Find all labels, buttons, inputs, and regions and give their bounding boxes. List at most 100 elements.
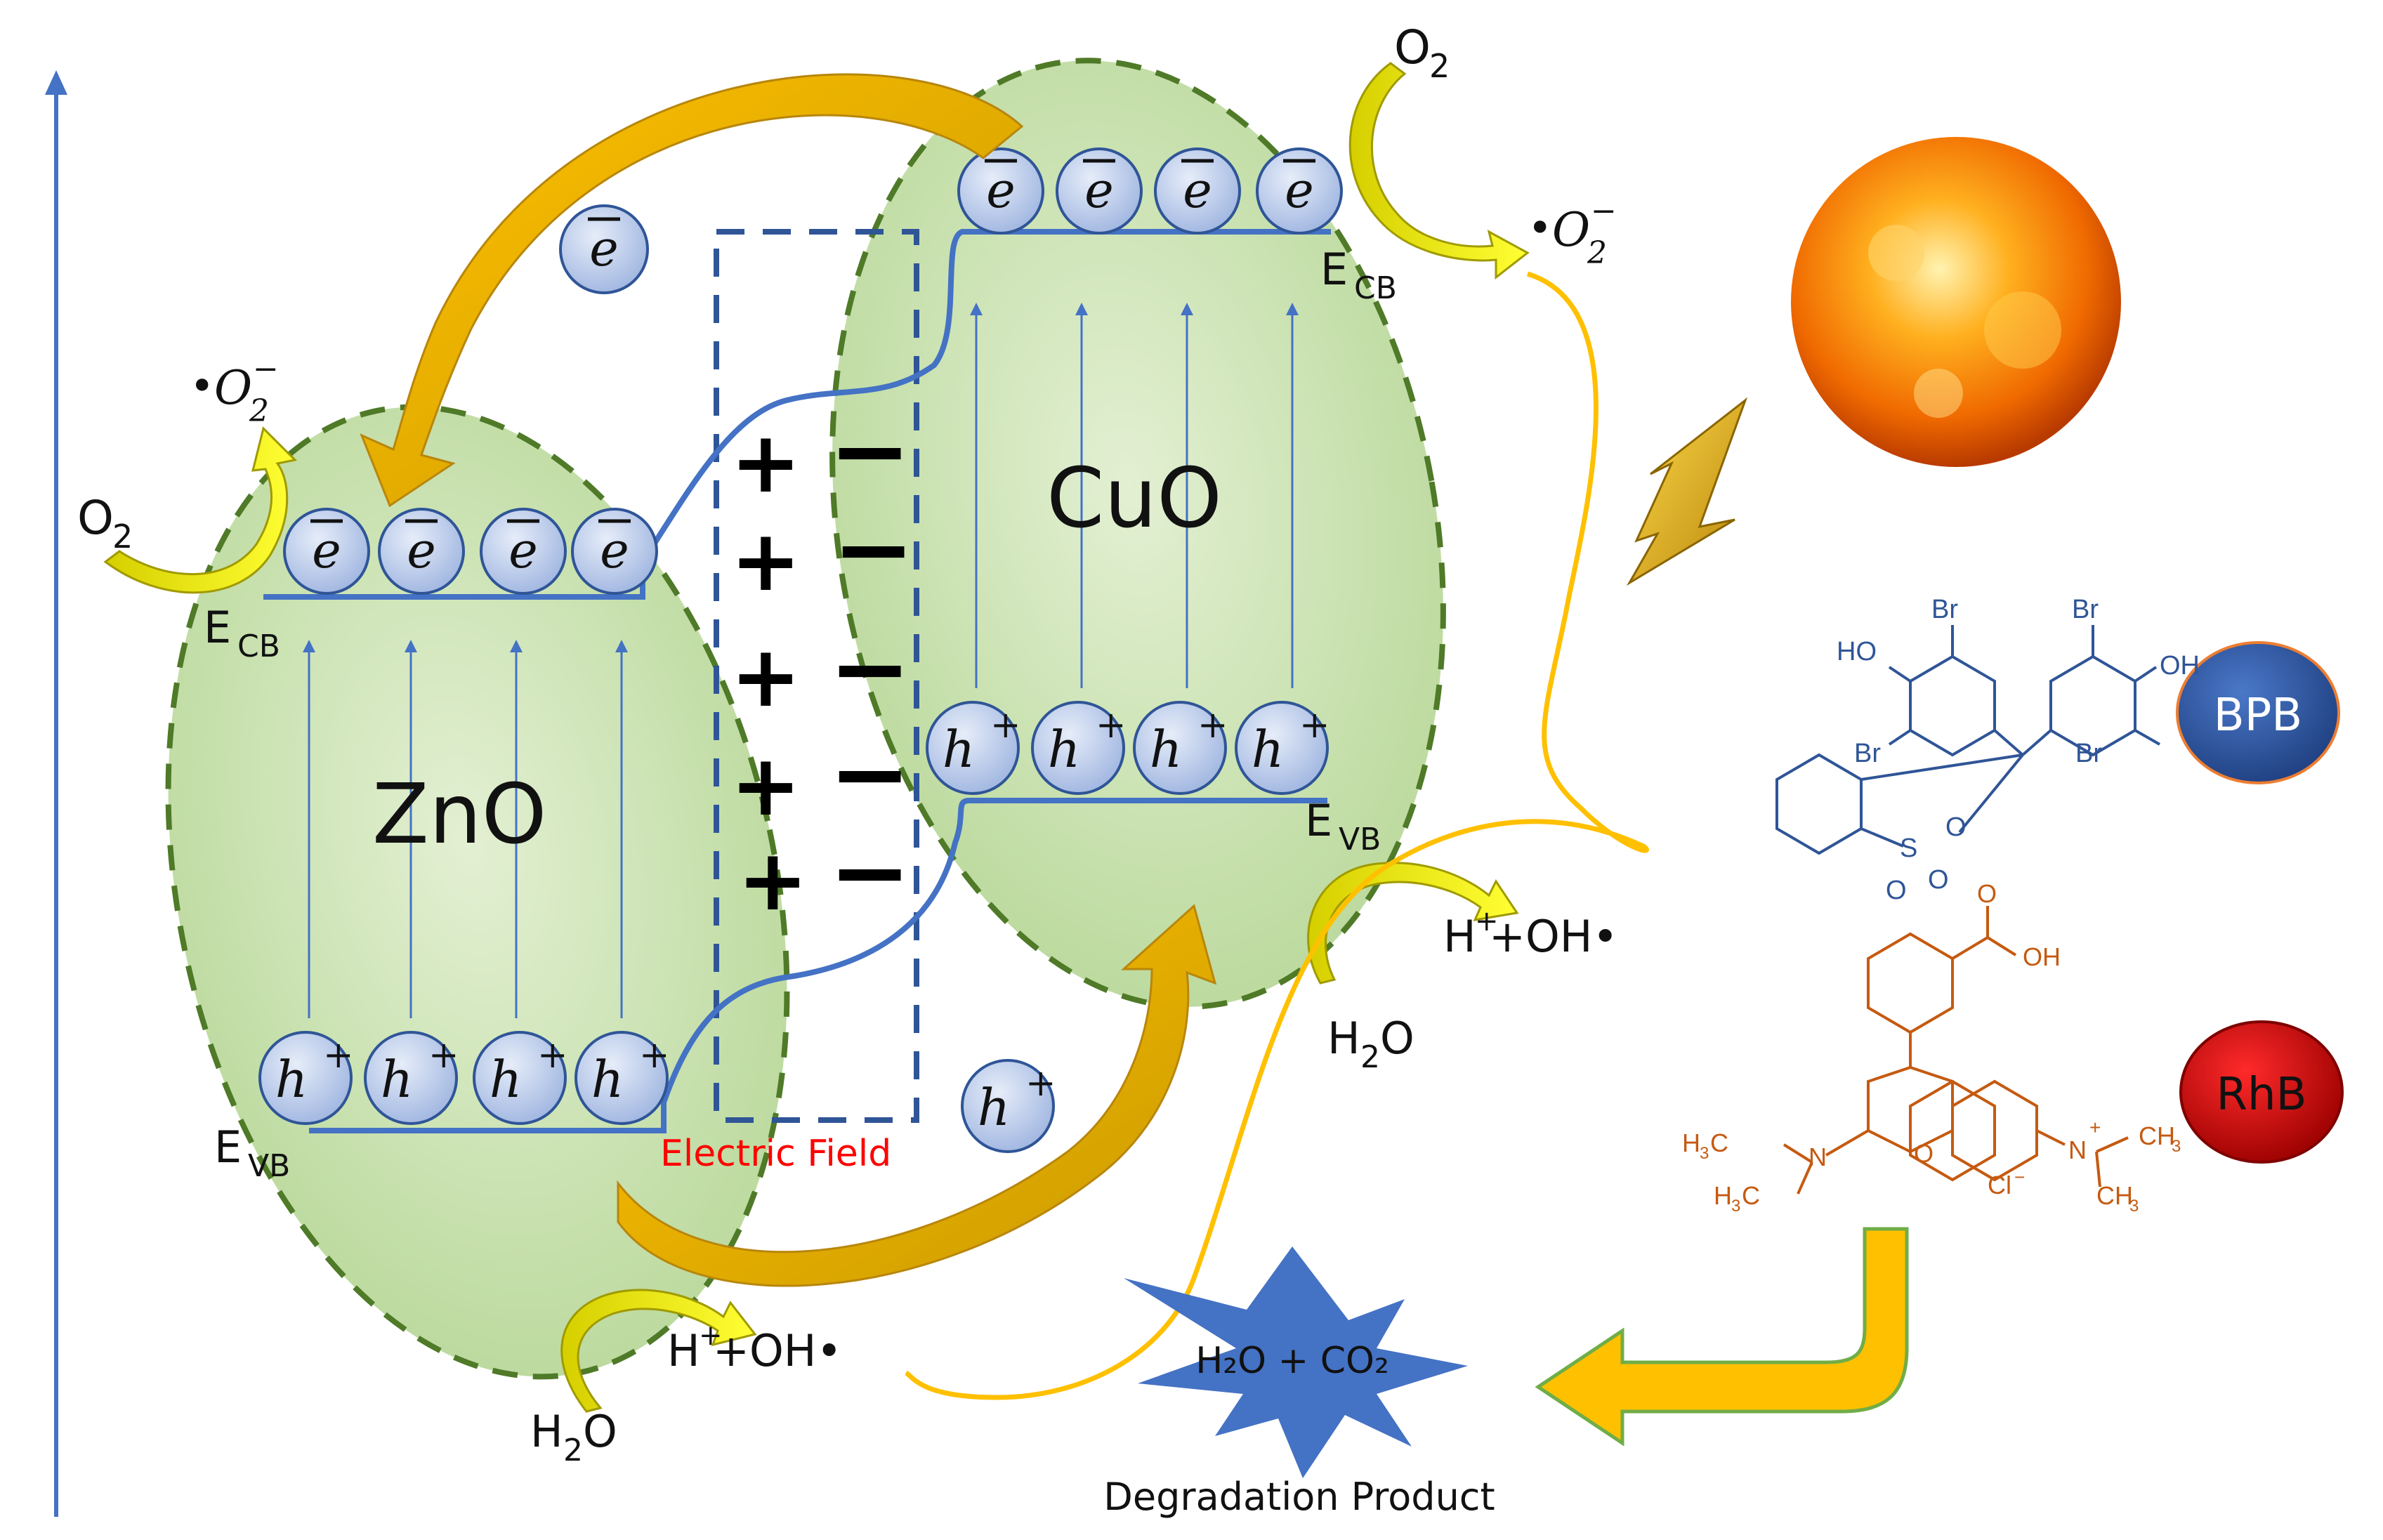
svg-text:H: H xyxy=(1682,1128,1700,1157)
svg-text:e: e xyxy=(407,522,435,579)
svg-text:2: 2 xyxy=(1360,1039,1380,1075)
svg-text:Br: Br xyxy=(2075,739,2102,768)
zno-evb-label: E VB xyxy=(214,1121,290,1184)
svg-text:O: O xyxy=(1914,1139,1934,1168)
svg-text:h: h xyxy=(275,1050,308,1109)
h2o-to-hydroxyl-arrow-right xyxy=(1307,862,1519,985)
hole: h+ xyxy=(473,1031,568,1125)
svg-text:+: + xyxy=(990,704,1021,746)
cuo-ecb-label: E CB xyxy=(1320,244,1397,306)
degradation-star: H₂O + CO₂ xyxy=(1124,1246,1468,1478)
svg-text:+: + xyxy=(730,414,801,512)
zno-vb-line xyxy=(309,798,1327,1133)
o2-to-superoxide-arrow-left xyxy=(103,426,298,594)
hole: h+ xyxy=(926,701,1021,795)
electron: e xyxy=(1154,147,1241,235)
svg-text:E: E xyxy=(214,1121,242,1173)
svg-text:e: e xyxy=(1084,162,1113,219)
cuo-holes: h+ h+ h+ h+ xyxy=(926,701,1330,795)
hole: h+ xyxy=(1133,701,1228,795)
zno-holes: h+ h+ h+ h+ xyxy=(258,1031,670,1125)
h2o-to-hydroxyl-arrow-bottom xyxy=(560,1289,757,1413)
hole: h+ xyxy=(1235,701,1330,795)
svg-text:H: H xyxy=(1443,911,1476,962)
degradation-label: Degradation Product xyxy=(1103,1475,1495,1519)
svg-text:e: e xyxy=(312,522,341,579)
cuo-excitation-arrows xyxy=(970,303,1299,688)
electron: e xyxy=(1056,147,1143,235)
o2-label-left: O 2 xyxy=(77,491,133,555)
cuo-label: CuO xyxy=(1046,449,1222,546)
svg-text:+: + xyxy=(1475,905,1499,937)
sun-icon xyxy=(1791,137,2121,467)
field-signs: + + + + + − − − − − xyxy=(730,394,914,930)
svg-text:e: e xyxy=(1285,162,1313,219)
svg-text:h: h xyxy=(490,1050,522,1109)
svg-text:O: O xyxy=(1552,203,1590,257)
svg-text:N: N xyxy=(1808,1143,1827,1171)
svg-text:−: − xyxy=(829,394,911,508)
svg-text:h: h xyxy=(591,1050,624,1109)
svg-text:O: O xyxy=(77,491,114,545)
cuo-electrons: e e e e xyxy=(957,147,1343,235)
svg-text:+: + xyxy=(699,1319,723,1352)
zno-label: ZnO xyxy=(372,765,547,862)
o2-label-right: O 2 xyxy=(1394,20,1450,85)
svg-text:+: + xyxy=(1197,704,1228,746)
band-structure xyxy=(263,229,1331,1133)
svg-text:3: 3 xyxy=(2172,1137,2181,1156)
zno-excitation-arrows xyxy=(303,640,628,1018)
svg-text:E: E xyxy=(1320,244,1348,295)
svg-text:2: 2 xyxy=(112,518,133,555)
rhb-badge: RhB xyxy=(2179,1020,2344,1164)
hydroxyl-label-right: H + +OH• xyxy=(1443,905,1618,962)
svg-text:h: h xyxy=(381,1050,413,1109)
zno-ecb-label: E CB xyxy=(204,602,280,664)
svg-text:3: 3 xyxy=(1731,1197,1740,1216)
svg-text:2: 2 xyxy=(563,1433,583,1468)
electron: e xyxy=(571,508,658,595)
svg-text:VB: VB xyxy=(248,1148,290,1184)
svg-text:+: + xyxy=(639,1034,670,1077)
svg-text:C: C xyxy=(1710,1128,1728,1157)
hole-transfer-arrow xyxy=(617,904,1217,1287)
svg-text:+: + xyxy=(1025,1062,1056,1105)
svg-text:O: O xyxy=(214,361,252,415)
superoxide-label-right: • O 2 − xyxy=(1528,193,1617,271)
svg-text:−: − xyxy=(1591,193,1617,229)
svg-text:+: + xyxy=(1096,704,1127,746)
svg-text:H: H xyxy=(1327,1013,1360,1064)
svg-text:+: + xyxy=(730,737,801,835)
svg-text:CB: CB xyxy=(1354,270,1397,306)
electron-transfer-arrow xyxy=(360,73,1024,508)
svg-text:h: h xyxy=(943,720,975,779)
h2o-label-right: H 2 O xyxy=(1327,1013,1414,1075)
svg-text:CH: CH xyxy=(2096,1181,2133,1210)
svg-text:E: E xyxy=(1305,795,1332,846)
svg-text:−: − xyxy=(832,492,914,607)
svg-text:h: h xyxy=(1252,720,1284,779)
light-path xyxy=(905,271,1649,1400)
svg-text:H: H xyxy=(1714,1181,1732,1210)
electron: e xyxy=(1256,147,1343,235)
o2-to-superoxide-arrow-right xyxy=(1348,62,1530,280)
svg-text:+: + xyxy=(1299,704,1330,746)
bpb-structure xyxy=(1775,625,2160,855)
svg-text:O: O xyxy=(1380,1013,1414,1064)
hole: h+ xyxy=(1031,701,1127,795)
svg-text:+: + xyxy=(730,513,801,610)
svg-text:E: E xyxy=(204,602,231,653)
svg-text:S: S xyxy=(1900,834,1917,863)
zno-cb-line xyxy=(263,229,1331,600)
svg-text:e: e xyxy=(508,522,537,579)
svg-text:VB: VB xyxy=(1339,822,1381,857)
electron: e xyxy=(480,508,567,595)
svg-text:Br: Br xyxy=(2072,595,2099,624)
svg-text:O: O xyxy=(583,1406,617,1457)
svg-text:h: h xyxy=(978,1078,1010,1137)
hole: h+ xyxy=(364,1031,459,1125)
svg-text:+: + xyxy=(428,1034,459,1077)
svg-text:•: • xyxy=(1528,204,1552,253)
svg-text:−: − xyxy=(829,717,911,831)
